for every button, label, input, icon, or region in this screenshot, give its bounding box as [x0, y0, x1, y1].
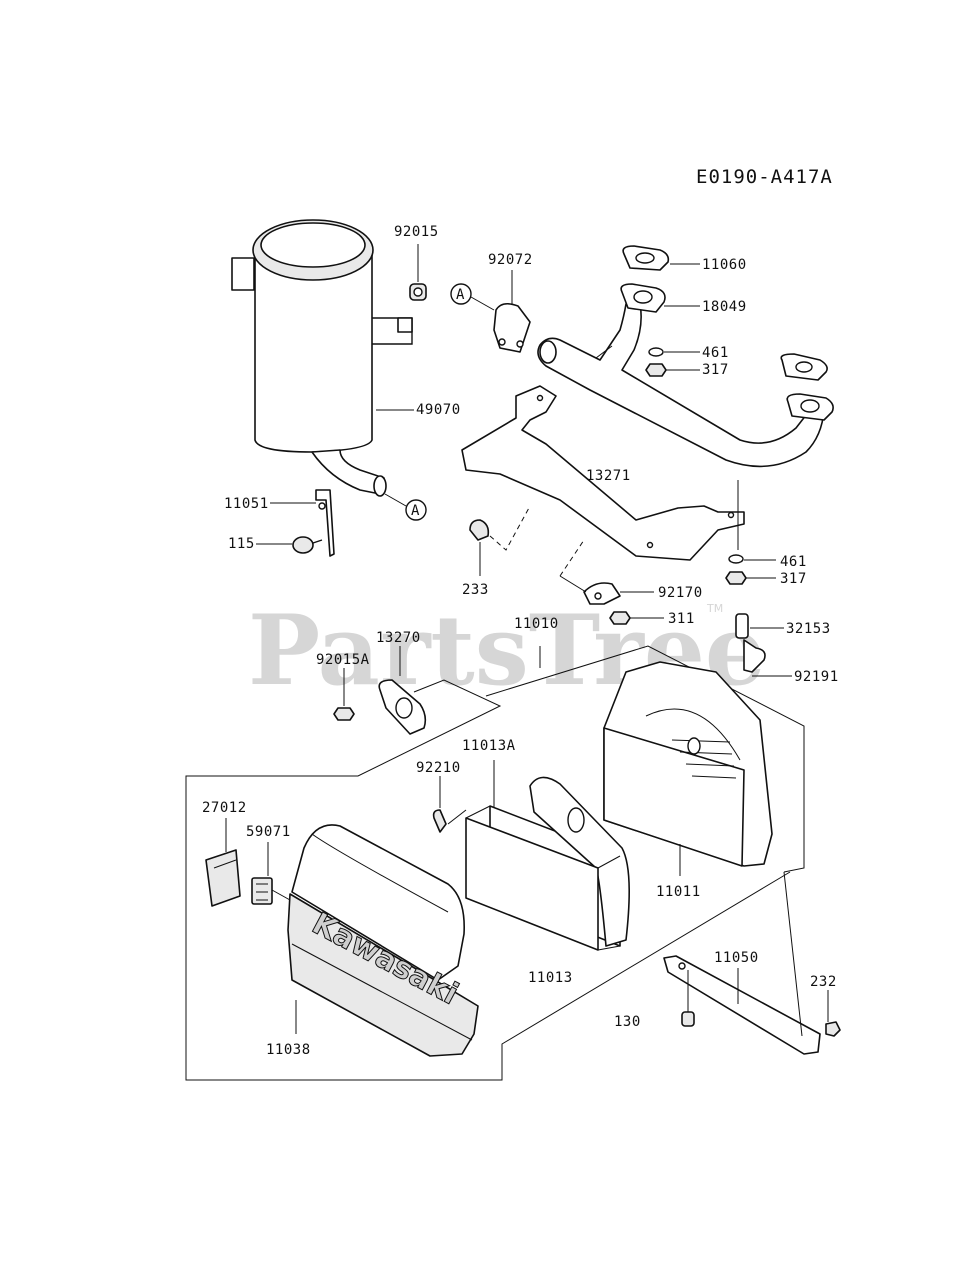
label-233: 233: [462, 582, 489, 598]
bolt-115[interactable]: [292, 536, 323, 554]
nut-311[interactable]: [609, 611, 631, 625]
label-317-b: 317: [780, 571, 807, 587]
svg-text:A: A: [411, 503, 420, 519]
label-13271: 13271: [586, 468, 631, 484]
label-232: 232: [810, 974, 837, 990]
label-92210: 92210: [416, 760, 461, 776]
label-18049: 18049: [702, 299, 747, 315]
watermark-trademark: TM: [706, 602, 723, 615]
label-59071: 59071: [246, 824, 291, 840]
nut-92015[interactable]: [409, 283, 427, 301]
diagram-code: E0190-A417A: [696, 166, 833, 188]
latch-59071[interactable]: [251, 877, 291, 905]
flange-18049[interactable]: [620, 283, 666, 313]
clamp-92072[interactable]: [493, 302, 531, 353]
callout-a-2: A: [405, 499, 427, 521]
screw-232[interactable]: [825, 1021, 841, 1037]
label-11010: 11010: [514, 616, 559, 632]
bracket-11051[interactable]: [315, 489, 335, 557]
label-92191: 92191: [794, 669, 839, 685]
label-461-b: 461: [780, 554, 807, 570]
clip-233[interactable]: [469, 519, 490, 541]
gasket-13270[interactable]: [378, 679, 427, 735]
svg-text:A: A: [456, 287, 465, 303]
label-13270: 13270: [376, 630, 421, 646]
label-461-a: 461: [702, 345, 729, 361]
clip-92210[interactable]: [432, 809, 447, 833]
bolt-130[interactable]: [681, 970, 695, 1027]
label-92170: 92170: [658, 585, 703, 601]
nut-317-b[interactable]: [725, 571, 747, 585]
label-92072: 92072: [488, 252, 533, 268]
air-cleaner-base-11011[interactable]: [603, 661, 773, 867]
label-11038: 11038: [266, 1042, 311, 1058]
label-32153: 32153: [786, 621, 831, 637]
cover-11038[interactable]: Kawasaki: [287, 824, 479, 1057]
label-317-a: 317: [702, 362, 729, 378]
hose-92191[interactable]: [743, 639, 766, 673]
label-11013: 11013: [528, 970, 573, 986]
gasket-11060[interactable]: [622, 245, 670, 271]
label-11050: 11050: [714, 950, 759, 966]
gasket-right[interactable]: [780, 353, 828, 381]
label-311: 311: [668, 611, 695, 627]
bracket-11050[interactable]: [663, 955, 821, 1055]
heat-shield-13271[interactable]: [461, 385, 745, 561]
label-11051: 11051: [224, 496, 269, 512]
label-49070: 49070: [416, 402, 461, 418]
label-27012: 27012: [202, 800, 247, 816]
nut-317-a[interactable]: [645, 363, 667, 377]
label-115: 115: [228, 536, 255, 552]
callout-a-1: A: [450, 283, 472, 305]
flange-right[interactable]: [786, 393, 834, 421]
washer-461-a[interactable]: [648, 347, 664, 357]
label-92015: 92015: [394, 224, 439, 240]
exhaust-pipe[interactable]: [537, 303, 825, 468]
label-11013A: 11013A: [462, 738, 516, 754]
muffler-49070[interactable]: [231, 219, 413, 497]
clip-27012[interactable]: [205, 849, 241, 907]
clamp-92170[interactable]: [583, 582, 621, 605]
label-92015A: 92015A: [316, 652, 370, 668]
label-130: 130: [614, 1014, 641, 1030]
nut-92015A[interactable]: [333, 707, 355, 721]
label-11060: 11060: [702, 257, 747, 273]
fitting-32153[interactable]: [735, 613, 749, 639]
label-11011: 11011: [656, 884, 701, 900]
filter-11013[interactable]: [465, 805, 621, 951]
washer-461-b[interactable]: [728, 554, 744, 564]
